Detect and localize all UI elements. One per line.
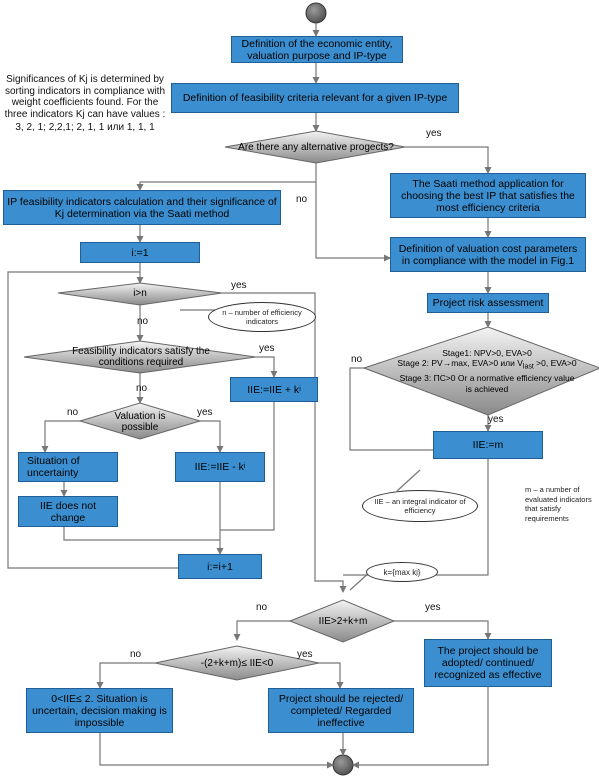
iie-gt-question: IIE>2+k+m [318,615,368,627]
feasibility-diamond [23,340,257,374]
no-label-stages: no [351,354,363,365]
k-def-end: } [417,567,421,577]
iie-nochange-box: IIE does not change [18,496,118,527]
uncertainty-box: Situation of uncertainty [18,452,118,482]
adopted-box: The project should be adopted/ continued… [424,639,552,687]
significance-note: Significances of Kj is determined by sor… [2,74,168,134]
k-def-text: k={max k [383,567,417,577]
stage-2-text: Stage 2: PV→max, EVA>0 или Vlast >0, EVA… [397,358,577,371]
yes-label-iie-gt: yes [425,602,441,613]
yes-label-feasibility: yes [259,343,275,354]
k-def-sub: j [416,568,418,576]
yes-label-alternatives: yes [426,128,442,139]
no-label-valuation: no [67,407,79,418]
yes-label-i-gt-n: yes [231,280,247,291]
yes-label-range: yes [297,649,313,660]
stages-conditions: Stage1: NPV>0, EVA>0 Stage 2: PV→max, EV… [380,343,594,399]
i-gt-n-question: i>n [133,287,147,299]
no-label-iie-gt: no [256,602,268,613]
iie-plus-text: IIE:=IIE + k [247,383,300,396]
alternatives-diamond [224,130,406,164]
valuation-diamond [78,402,202,440]
i-incr-box: i:=i+1 [178,554,262,579]
feasibility-question: Feasibility indicators satisfy the condi… [72,346,210,368]
ip-indicators-box: IP feasibility indicators calculation an… [3,190,281,225]
iie-plus-sub: i [299,385,301,393]
significance-note-text: Significances of Kj is determined by sor… [4,74,166,120]
no-label-range: no [130,649,142,660]
iie-minus-sub: i [243,463,246,470]
yes-label-valuation: yes [197,407,213,418]
start-node [305,2,327,24]
yes-label-stages: yes [488,414,504,425]
range-question: -(2+k+m)≤ IIE<0 [200,657,274,669]
iie-definition-oval: IIE – an integral indicator of efficienc… [362,490,478,522]
definition-entity-box: Definition of the economic entity, valua… [231,36,403,63]
definition-criteria-box: Definition of feasibility criteria relev… [171,83,459,113]
stage-1-text: Stage1: NPV>0, EVA>0 [442,347,532,358]
alternatives-question: Are there any alternative progects? [238,141,394,153]
range-diamond [154,645,320,681]
m-definition-note: m – a number of evaluated indicators tha… [525,485,592,523]
no-label-alternatives: no [296,194,308,205]
valuation-question: Valuation is possible [114,411,166,433]
no-label-i-gt-n: no [137,316,149,327]
stage-3-text: Stage 3: ПС>0 Or a normative efficiency … [399,373,575,394]
i-gt-n-diamond [57,282,223,306]
n-definition-oval: n – number of efficiency indicators [208,302,316,332]
i-init-box: i:=1 [80,242,200,263]
uncertain-result-box: 0<IIE≤ 2. Situation is uncertain, decisi… [26,688,173,733]
iie-minus-text: IIE:=IIE - k [194,461,244,473]
saati-application-box: The Saati method application for choosin… [390,173,586,218]
rejected-box: Project should be rejected/ completed/ R… [268,688,414,733]
iie-gt-diamond [288,599,396,643]
valuation-cost-box: Definition of valuation cost parameters … [390,237,586,272]
stages-diamond [362,326,599,416]
end-node [332,754,354,776]
no-label-feasibility: no [136,383,148,394]
significance-values-text: 3, 2, 1; 2,2,1; 2, 1, 1 или 1, 1, 1 [15,122,155,133]
iie-m-box: IIE:=m [433,431,543,459]
risk-assessment-box: Project risk assessment [427,293,549,313]
